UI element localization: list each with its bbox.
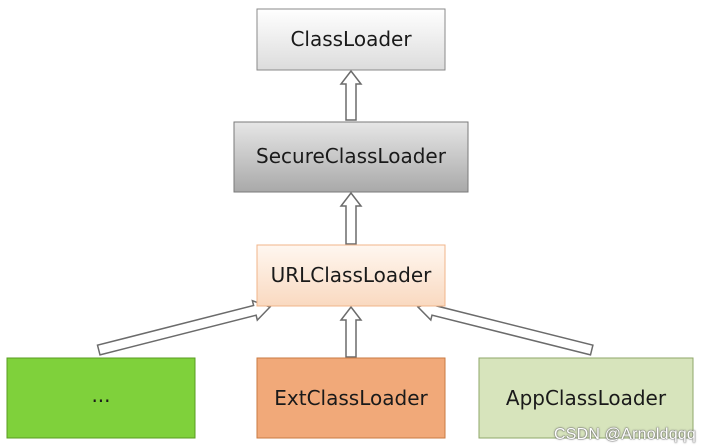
arrow-ext-to-url [339, 305, 363, 358]
node-appclassloader: AppClassLoader [478, 357, 694, 439]
arrow-secure-to-classloader [339, 69, 363, 121]
node-urlclassloader-box [256, 244, 446, 307]
node-appclassloader-box [478, 357, 694, 439]
node-other: ... [6, 357, 196, 439]
watermark: CSDN @Arnoldqqq [554, 426, 696, 443]
node-extclassloader-label: ExtClassLoader [274, 386, 428, 410]
node-secureclassloader-label: SecureClassLoader [256, 144, 447, 168]
arrow-other-to-url [96, 299, 272, 356]
node-extclassloader: ExtClassLoader [256, 357, 446, 439]
node-secureclassloader-box [233, 121, 469, 193]
node-urlclassloader: URLClassLoader [256, 244, 446, 307]
node-urlclassloader-label: URLClassLoader [271, 263, 433, 287]
node-other-box [6, 357, 196, 439]
node-other-label: ... [91, 383, 110, 407]
node-classloader-box [256, 8, 446, 71]
node-classloader-label: ClassLoader [290, 27, 412, 51]
node-appclassloader-label: AppClassLoader [506, 386, 667, 410]
node-extclassloader-box [256, 357, 446, 439]
node-classloader: ClassLoader [256, 8, 446, 71]
arrow-url-to-secure [339, 191, 363, 245]
inheritance-arrows [96, 69, 594, 358]
node-secureclassloader: SecureClassLoader [233, 121, 469, 193]
arrow-app-to-url [416, 299, 594, 356]
